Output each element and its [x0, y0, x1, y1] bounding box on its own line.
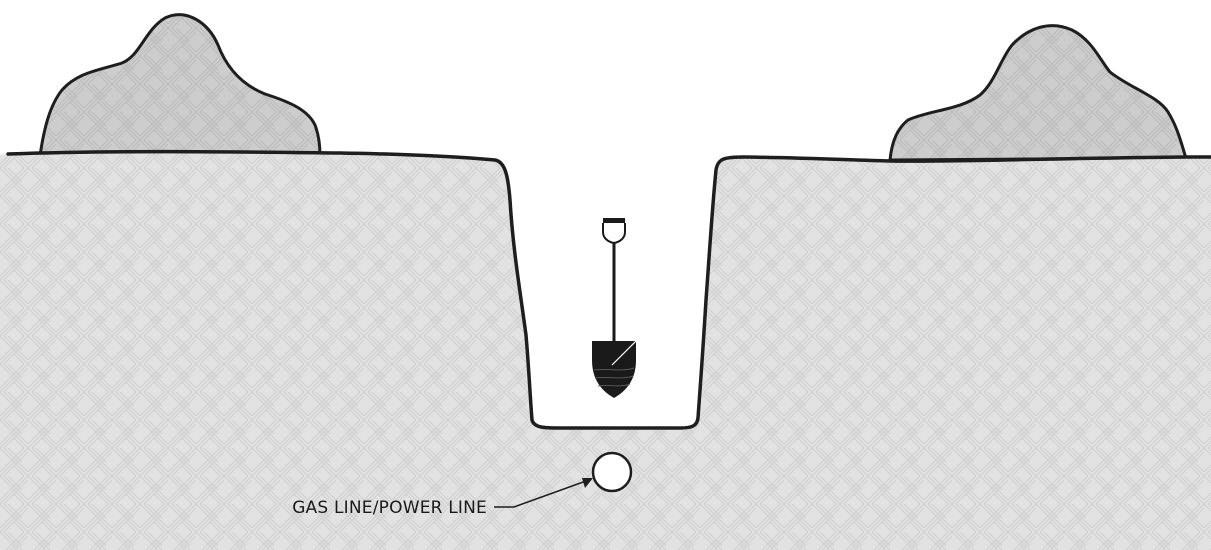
callout-leader — [494, 478, 593, 508]
spoil-pile-right — [888, 24, 1188, 162]
shovel-icon — [592, 218, 637, 398]
ground — [0, 151, 1211, 550]
pipe-icon — [591, 451, 633, 493]
spoil-pile-left — [38, 13, 322, 158]
pipe-label: GAS LINE/POWER LINE — [292, 498, 487, 518]
ground-outline — [6, 149, 1211, 430]
